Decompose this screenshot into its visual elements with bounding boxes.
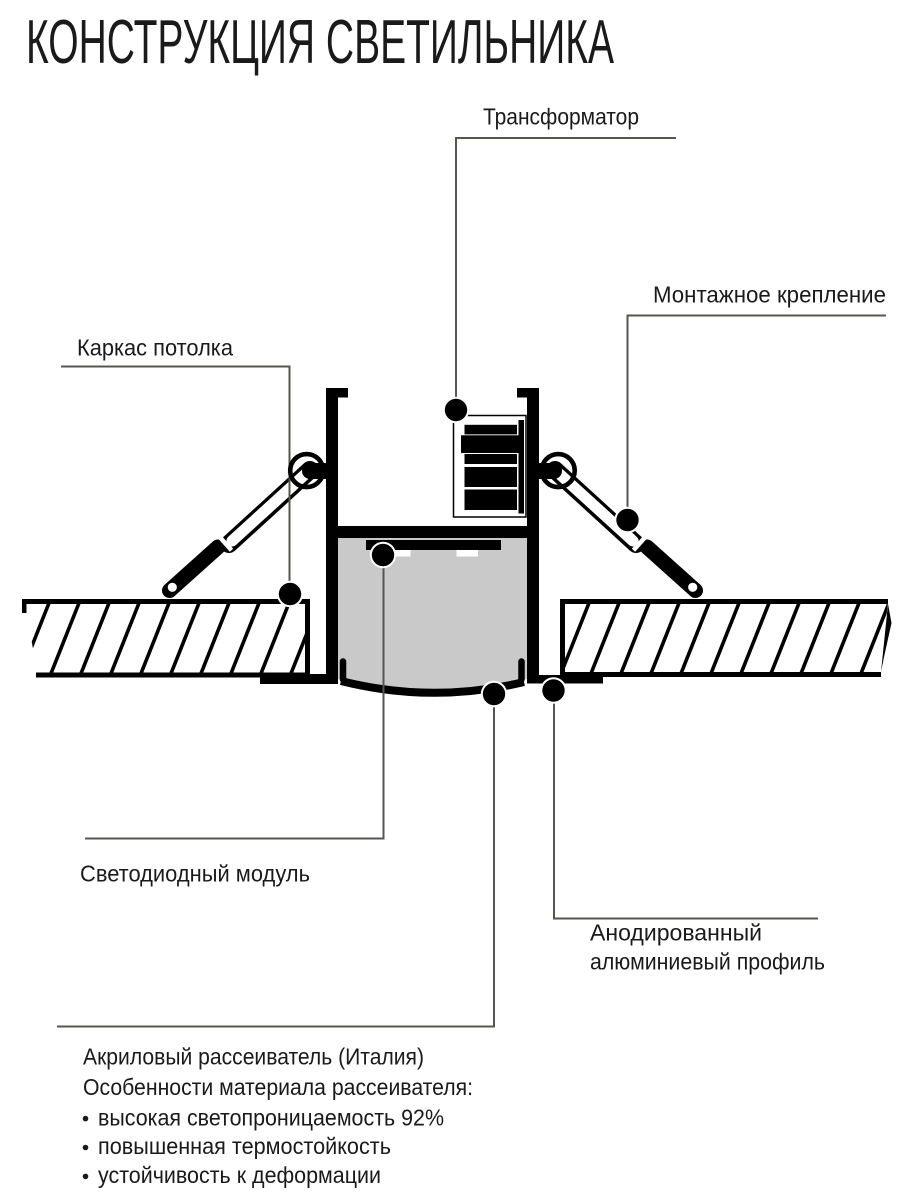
svg-text:алюминиевый профиль: алюминиевый профиль bbox=[590, 949, 825, 975]
svg-text:Монтажное крепление: Монтажное крепление bbox=[653, 282, 886, 308]
svg-text:Каркас потолка: Каркас потолка bbox=[77, 335, 233, 361]
svg-text:повышенная термостойкость: повышенная термостойкость bbox=[98, 1133, 391, 1159]
svg-text:Акриловый рассеиватель (Италия: Акриловый рассеиватель (Италия) bbox=[83, 1044, 424, 1070]
svg-text:высокая светопроницаемость 92%: высокая светопроницаемость 92% bbox=[98, 1104, 444, 1130]
svg-text:Анодированный: Анодированный bbox=[590, 920, 762, 946]
svg-text:Светодиодный модуль: Светодиодный модуль bbox=[80, 861, 310, 887]
svg-text:Трансформатор: Трансформатор bbox=[483, 104, 639, 130]
svg-text:КОНСТРУКЦИЯ СВЕТИЛЬНИКА: КОНСТРУКЦИЯ СВЕТИЛЬНИКА bbox=[26, 8, 614, 77]
svg-text:устойчивость к деформации: устойчивость к деформации bbox=[98, 1162, 381, 1188]
svg-text:Особенности материала рассеива: Особенности материала рассеивателя: bbox=[83, 1074, 473, 1100]
